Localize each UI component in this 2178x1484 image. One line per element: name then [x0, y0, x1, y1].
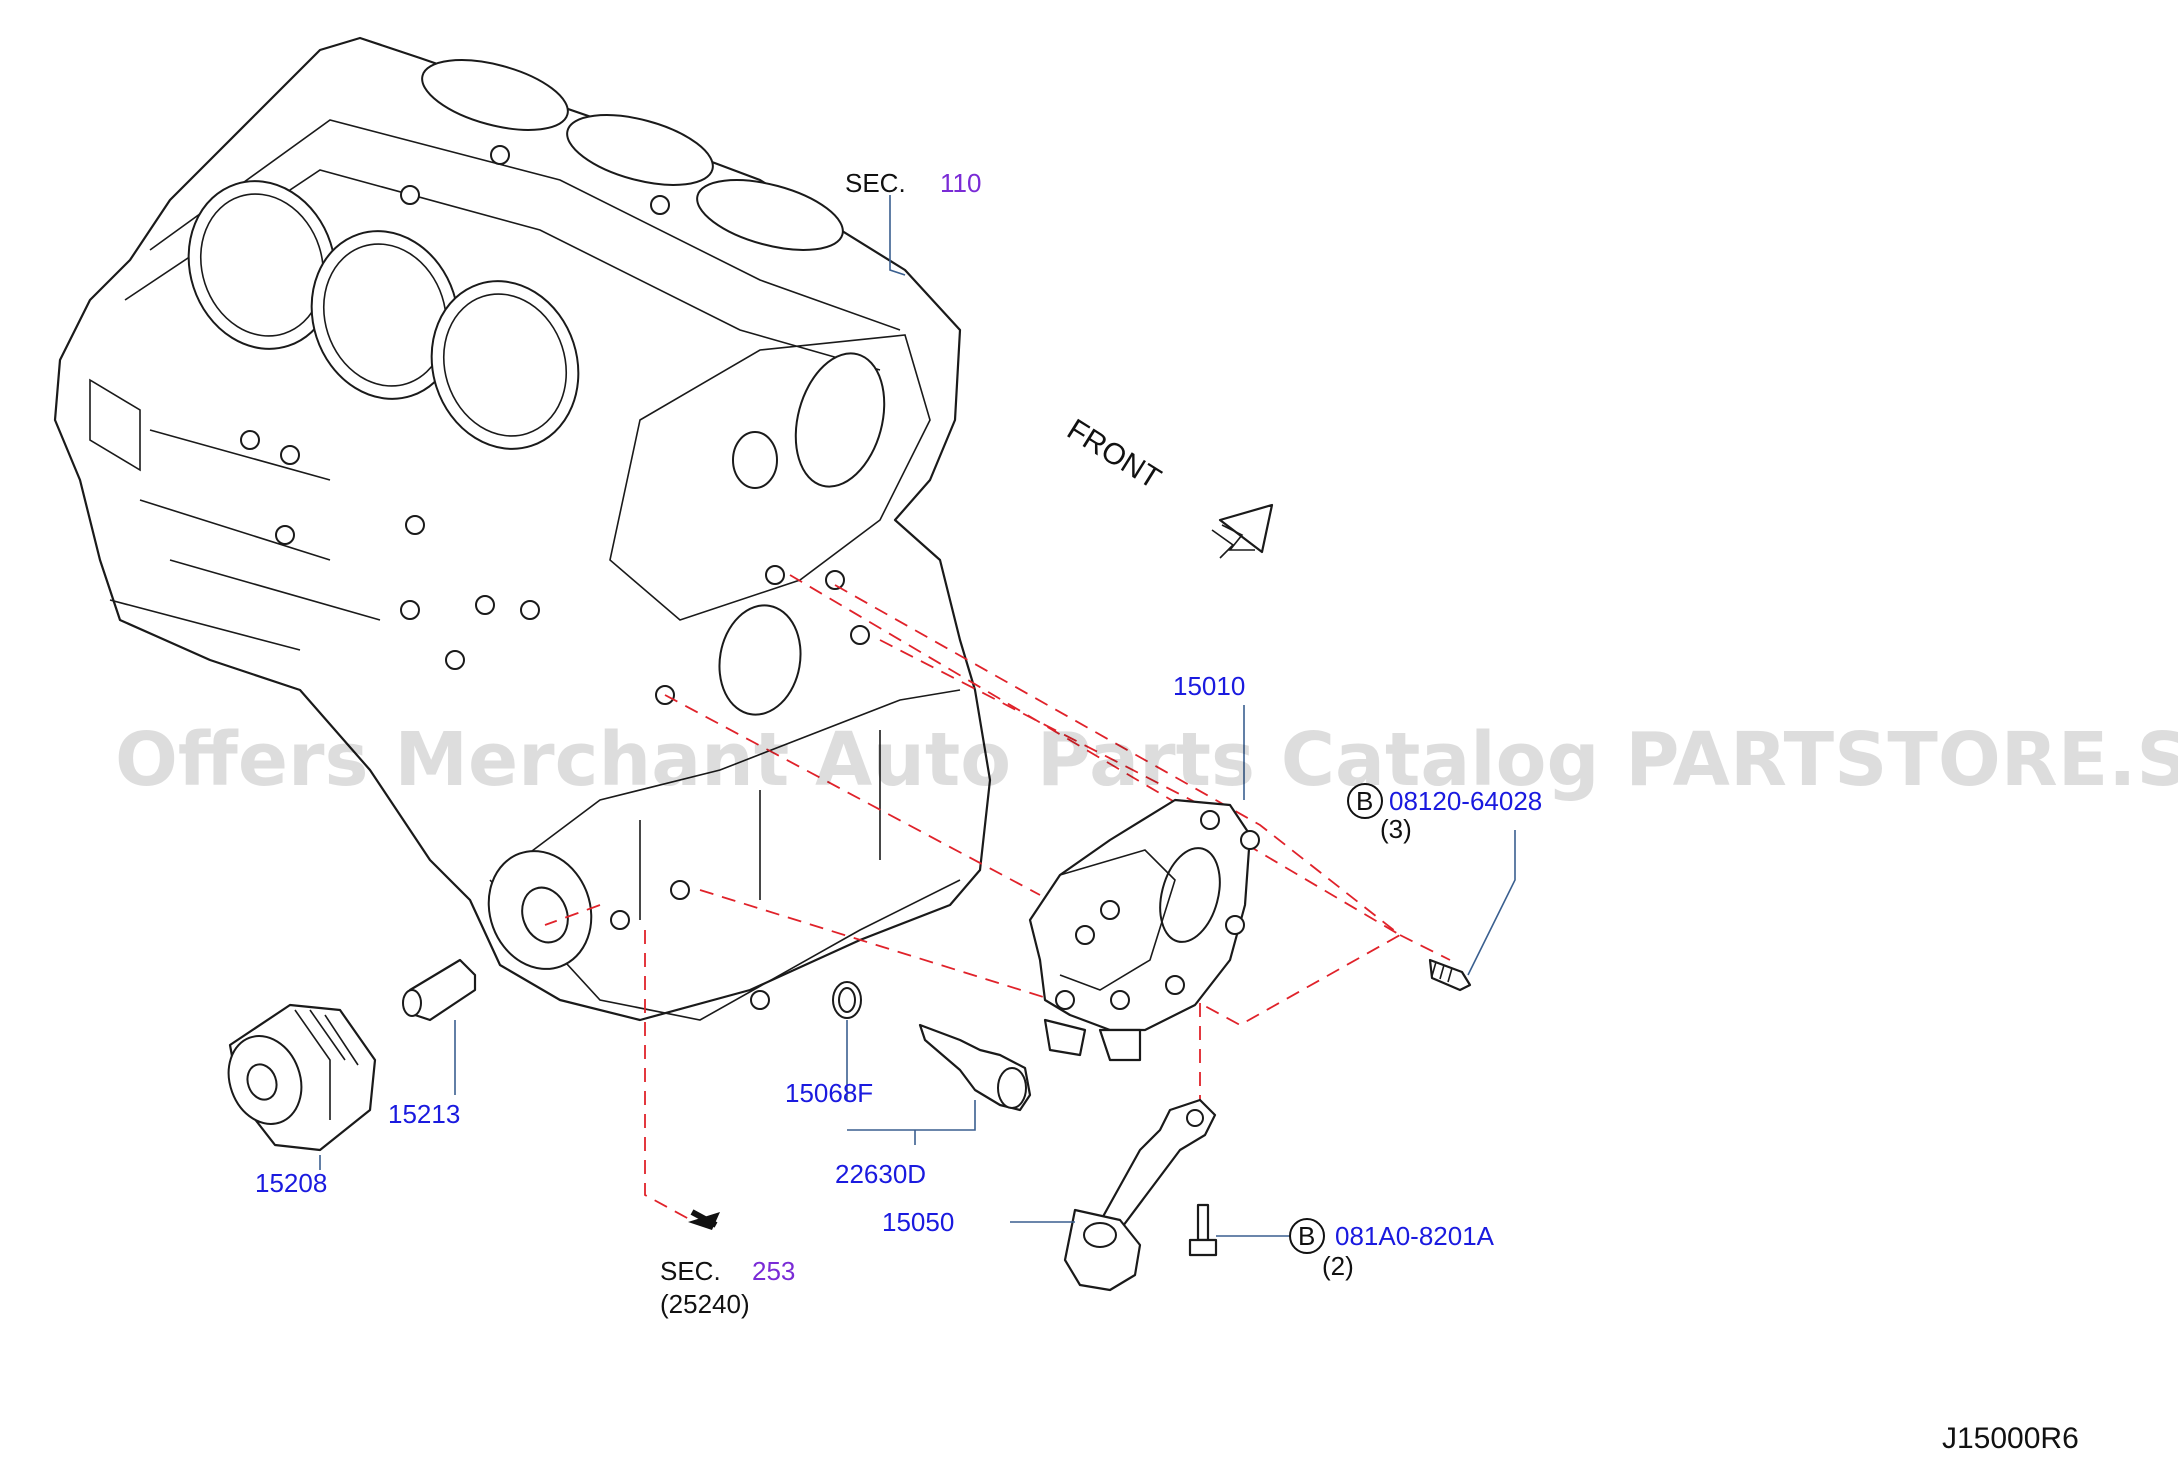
sec-253-number[interactable]: 253: [752, 1256, 795, 1286]
section-arrow-icon: [688, 1209, 720, 1230]
sec-110-number[interactable]: 110: [940, 168, 981, 198]
front-arrow-icon: [1211, 503, 1274, 559]
bolt-08120-64028-label[interactable]: 08120-64028: [1389, 786, 1542, 816]
sec-253-subref: (25240): [660, 1289, 750, 1319]
connector-stud: [402, 958, 477, 1022]
front-label: FRONT: [1061, 413, 1166, 496]
bolt-08120: [1428, 958, 1472, 992]
part-15208-label[interactable]: 15208: [255, 1168, 327, 1198]
sec-253-prefix: SEC.: [660, 1256, 721, 1286]
watermark: Offers Merchant Auto Parts Catalog PARTS…: [115, 717, 2178, 803]
bolt-b2-quantity: (2): [1322, 1251, 1354, 1281]
sec-110-prefix: SEC.: [845, 168, 906, 198]
diagram-code: J15000R6: [1942, 1422, 2079, 1455]
part-15213-label[interactable]: 15213: [388, 1099, 460, 1129]
oil-strainer: [1063, 1098, 1217, 1292]
oil-pump: [1028, 798, 1260, 1062]
bolt-marker-b2-icon: [1289, 1218, 1325, 1254]
bolt-b1-quantity: (3): [1380, 814, 1412, 844]
oil-pressure-sensor: [918, 1023, 1032, 1112]
bolt-b2-circle-letter: B: [1298, 1221, 1315, 1251]
bolt-marker-b1-icon: [1347, 783, 1383, 819]
part-15010-label[interactable]: 15010: [1173, 671, 1245, 701]
leader-lines: [319, 195, 1516, 1237]
part-15050-label[interactable]: 15050: [882, 1207, 954, 1237]
oil-filter: [227, 1003, 377, 1152]
bolt-081a0-8201a-label[interactable]: 081A0-8201A: [1335, 1221, 1495, 1251]
part-22630d-label[interactable]: 22630D: [835, 1159, 926, 1189]
o-ring: [832, 981, 862, 1019]
part-15068f-label[interactable]: 15068F: [785, 1078, 873, 1108]
bolt-b1-circle-letter: B: [1356, 786, 1373, 816]
engine-block: [53, 36, 992, 1022]
bolt-081a0: [1188, 1203, 1218, 1257]
assembly-guide-lines: [544, 574, 1451, 1226]
